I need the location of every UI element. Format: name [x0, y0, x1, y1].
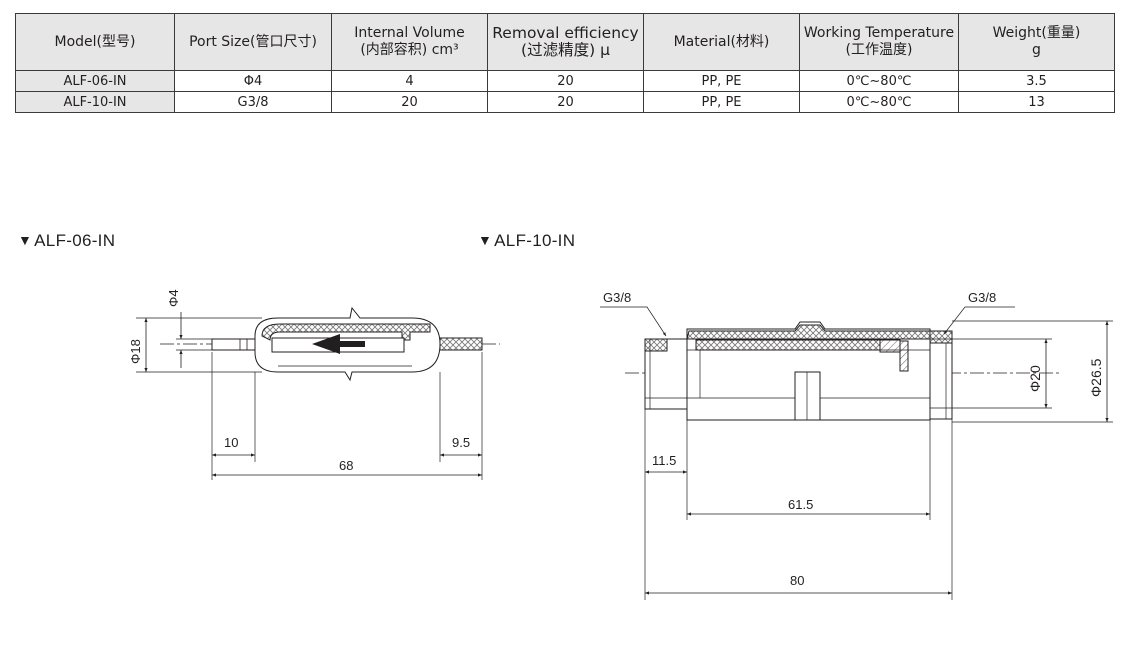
col-header-model: Model(型号) — [15, 13, 175, 71]
dim-alf06-port: Φ4 — [166, 289, 181, 307]
cell-removal-efficiency: 20 — [487, 91, 644, 113]
col-header-working-temperature: Working Temperature(工作温度) — [799, 13, 959, 71]
drawing-label-alf10: ▼ALF-10-IN — [478, 231, 576, 250]
drawing-alf10 — [600, 306, 1113, 600]
thread-alf10-right: G3/8 — [968, 290, 996, 305]
triangle-down-icon: ▼ — [18, 232, 33, 248]
cell-material: PP, PE — [643, 91, 800, 113]
alf06-dimension-labels: Φ4 Φ18 10 9.5 68 — [128, 289, 470, 473]
cell-model: ALF-10-IN — [15, 91, 175, 113]
col-header-material: Material(材料) — [643, 13, 800, 71]
cell-weight: 13 — [958, 91, 1115, 113]
dim-alf10-body: 61.5 — [788, 497, 813, 512]
dim-alf10-outer: Φ26.5 — [1088, 358, 1104, 397]
triangle-down-icon: ▼ — [478, 232, 493, 248]
thread-alf10-left: G3/8 — [603, 290, 631, 305]
cell-port-size: Φ4 — [174, 70, 332, 92]
dim-alf10-total: 80 — [790, 573, 804, 588]
table-row: ALF-10-IN G3/8 20 20 PP, PE 0℃~80℃ 13 — [15, 91, 1115, 113]
alf10-dimension-labels: G3/8 G3/8 Φ20 Φ26.5 11.5 61.5 80 — [603, 290, 1104, 588]
dim-alf10-left: 11.5 — [652, 453, 676, 468]
dim-alf06-dia: Φ18 — [128, 339, 143, 364]
cell-model: ALF-06-IN — [15, 70, 175, 92]
dim-alf06-left: 10 — [224, 435, 238, 450]
drawing-alf06 — [136, 306, 500, 480]
dim-alf06-total: 68 — [339, 458, 353, 473]
spec-table: Model(型号) Port Size(管口尺寸) Internal Volum… — [15, 13, 1115, 113]
dim-alf06-right: 9.5 — [452, 435, 470, 450]
dim-alf10-inner: Φ20 — [1027, 365, 1043, 392]
cell-internal-volume: 20 — [331, 91, 488, 113]
col-header-removal-efficiency: Removal efficiency(过滤精度) μ — [487, 13, 644, 71]
table-header-row: Model(型号) Port Size(管口尺寸) Internal Volum… — [15, 13, 1115, 71]
cell-port-size: G3/8 — [174, 91, 332, 113]
cell-working-temperature: 0℃~80℃ — [799, 91, 959, 113]
col-header-weight: Weight(重量)g — [958, 13, 1115, 71]
drawing-label-alf06: ▼ALF-06-IN — [18, 231, 116, 250]
